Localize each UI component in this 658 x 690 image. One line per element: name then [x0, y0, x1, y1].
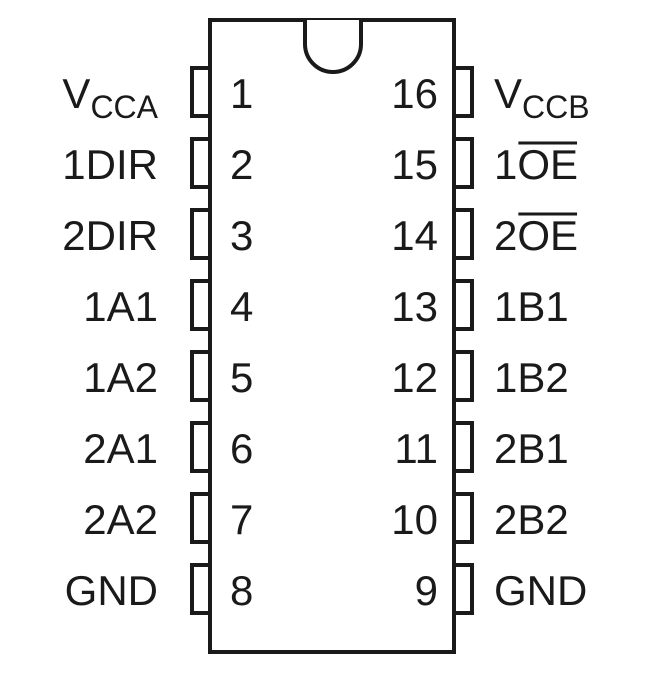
left-pin-1: 1 VCCA [62, 66, 253, 125]
right-pin-label: VCCB [494, 70, 590, 125]
left-pin-label: GND [65, 567, 158, 614]
left-pin-4: 4 1A1 [83, 279, 253, 331]
right-pin-label-name: 2B2 [494, 496, 569, 543]
left-pin-label-name: GND [65, 567, 158, 614]
chip-body [208, 18, 456, 654]
left-pin-number: 8 [230, 567, 253, 614]
right-pin-label-name: 2B1 [494, 425, 569, 472]
left-pin-label-name: V [62, 70, 90, 117]
right-pin-label: 1B1 [494, 283, 569, 330]
pin-lead [452, 563, 474, 615]
left-pin-label: 2A1 [83, 425, 158, 472]
right-pin-label: 1OE [494, 141, 578, 188]
left-pin-number: 1 [230, 70, 253, 117]
pin1-notch [303, 20, 363, 74]
left-pins: 1 VCCA 2 1DIR 3 2DIR 4 1A1 5 1A2 6 2A1 7 2A2 8 GND [62, 66, 253, 615]
left-pin-number: 2 [230, 141, 253, 188]
left-pin-label-name: 2A1 [83, 425, 158, 472]
right-pin-16: 16 VCCB [391, 66, 590, 125]
pin-lead [190, 66, 212, 118]
right-pin-label-prefix: 1 [494, 141, 517, 188]
left-pin-number: 5 [230, 354, 253, 401]
right-pin-12: 12 1B2 [391, 350, 569, 402]
right-pin-label: 1B2 [494, 354, 569, 401]
right-pin-label: 2B2 [494, 496, 569, 543]
pin-lead [190, 563, 212, 615]
pin-lead [190, 421, 212, 473]
left-pin-8: 8 GND [65, 563, 253, 615]
right-pin-number: 16 [391, 70, 438, 117]
right-pin-number: 15 [391, 141, 438, 188]
left-pin-2: 2 1DIR [62, 137, 253, 189]
pin-lead [452, 492, 474, 544]
pin-lead [190, 208, 212, 260]
left-pin-6: 6 2A1 [83, 421, 253, 473]
right-pin-number: 12 [391, 354, 438, 401]
right-pin-14: 14 2OE [391, 208, 578, 260]
right-pin-15: 15 1OE [391, 137, 578, 189]
pin-lead [190, 137, 212, 189]
left-pin-label: 1A2 [83, 354, 158, 401]
left-pin-number: 7 [230, 496, 253, 543]
pin-lead [190, 350, 212, 402]
left-pin-label: 2DIR [62, 212, 158, 259]
left-pin-number: 3 [230, 212, 253, 259]
right-pin-label-name: V [494, 70, 522, 117]
left-pin-label: 1DIR [62, 141, 158, 188]
right-pin-label: 2OE [494, 212, 578, 259]
right-pin-label: 2B1 [494, 425, 569, 472]
right-pin-number: 10 [391, 496, 438, 543]
right-pin-label-name: 1B2 [494, 354, 569, 401]
left-pin-label-name: 2A2 [83, 496, 158, 543]
pin-lead [452, 350, 474, 402]
left-pin-label: 1A1 [83, 283, 158, 330]
right-pin-10: 10 2B2 [391, 492, 569, 544]
right-pin-number: 14 [391, 212, 438, 259]
right-pin-label-prefix: 2 [494, 212, 517, 259]
pin-lead [190, 279, 212, 331]
left-pin-5: 5 1A2 [83, 350, 253, 402]
right-pin-number: 11 [394, 425, 438, 472]
pin-lead [190, 492, 212, 544]
right-pin-number: 13 [391, 283, 438, 330]
pin-lead [452, 208, 474, 260]
right-pin-11: 11 2B1 [394, 421, 569, 473]
left-pin-label: VCCA [62, 70, 158, 125]
right-pin-label-subscript: CCB [522, 89, 590, 125]
pin-lead [452, 66, 474, 118]
pin-lead [452, 137, 474, 189]
left-pin-number: 4 [230, 283, 253, 330]
left-pin-7: 7 2A2 [83, 492, 253, 544]
left-pin-label: 2A2 [83, 496, 158, 543]
right-pin-label-name: 1B1 [494, 283, 569, 330]
left-pin-label-name: 1A1 [83, 283, 158, 330]
left-pin-number: 6 [230, 425, 253, 472]
left-pin-label-name: 2DIR [62, 212, 158, 259]
pin-lead [452, 421, 474, 473]
right-pin-label-name: OE [517, 212, 578, 259]
right-pin-label: GND [494, 567, 587, 614]
right-pin-label-name: GND [494, 567, 587, 614]
right-pin-9: 9 GND [415, 563, 587, 615]
pin-lead [452, 279, 474, 331]
left-pin-label-name: 1DIR [62, 141, 158, 188]
left-pin-3: 3 2DIR [62, 208, 253, 260]
right-pin-label-name: OE [517, 141, 578, 188]
right-pin-number: 9 [415, 567, 438, 614]
right-pin-13: 13 1B1 [391, 279, 569, 331]
left-pin-label-name: 1A2 [83, 354, 158, 401]
left-pin-label-subscript: CCA [90, 89, 158, 125]
